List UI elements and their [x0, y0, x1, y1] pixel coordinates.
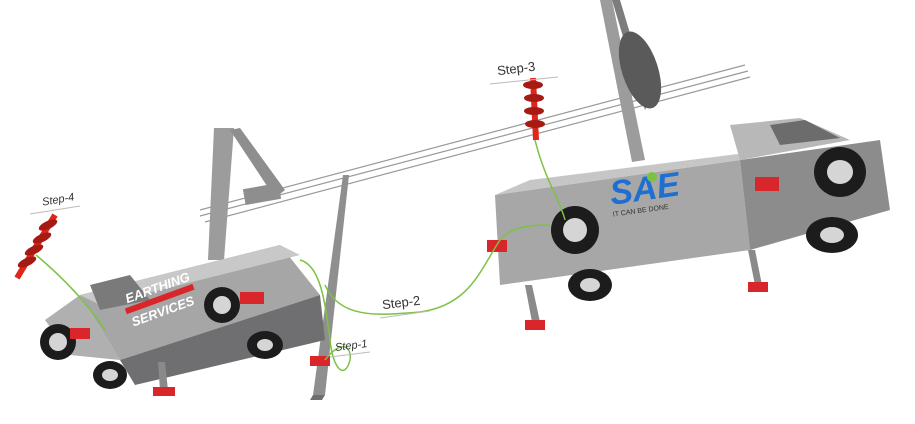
earth-rod-step-4	[14, 213, 58, 280]
earthing-cables	[35, 139, 566, 372]
right-truck: SAE IT CAN BE DONE	[487, 0, 890, 330]
utility-pole	[310, 175, 349, 400]
left-truck: EARTHING SERVICES	[40, 128, 330, 396]
wheels	[551, 147, 866, 301]
earth-rod-step-3	[523, 77, 545, 141]
